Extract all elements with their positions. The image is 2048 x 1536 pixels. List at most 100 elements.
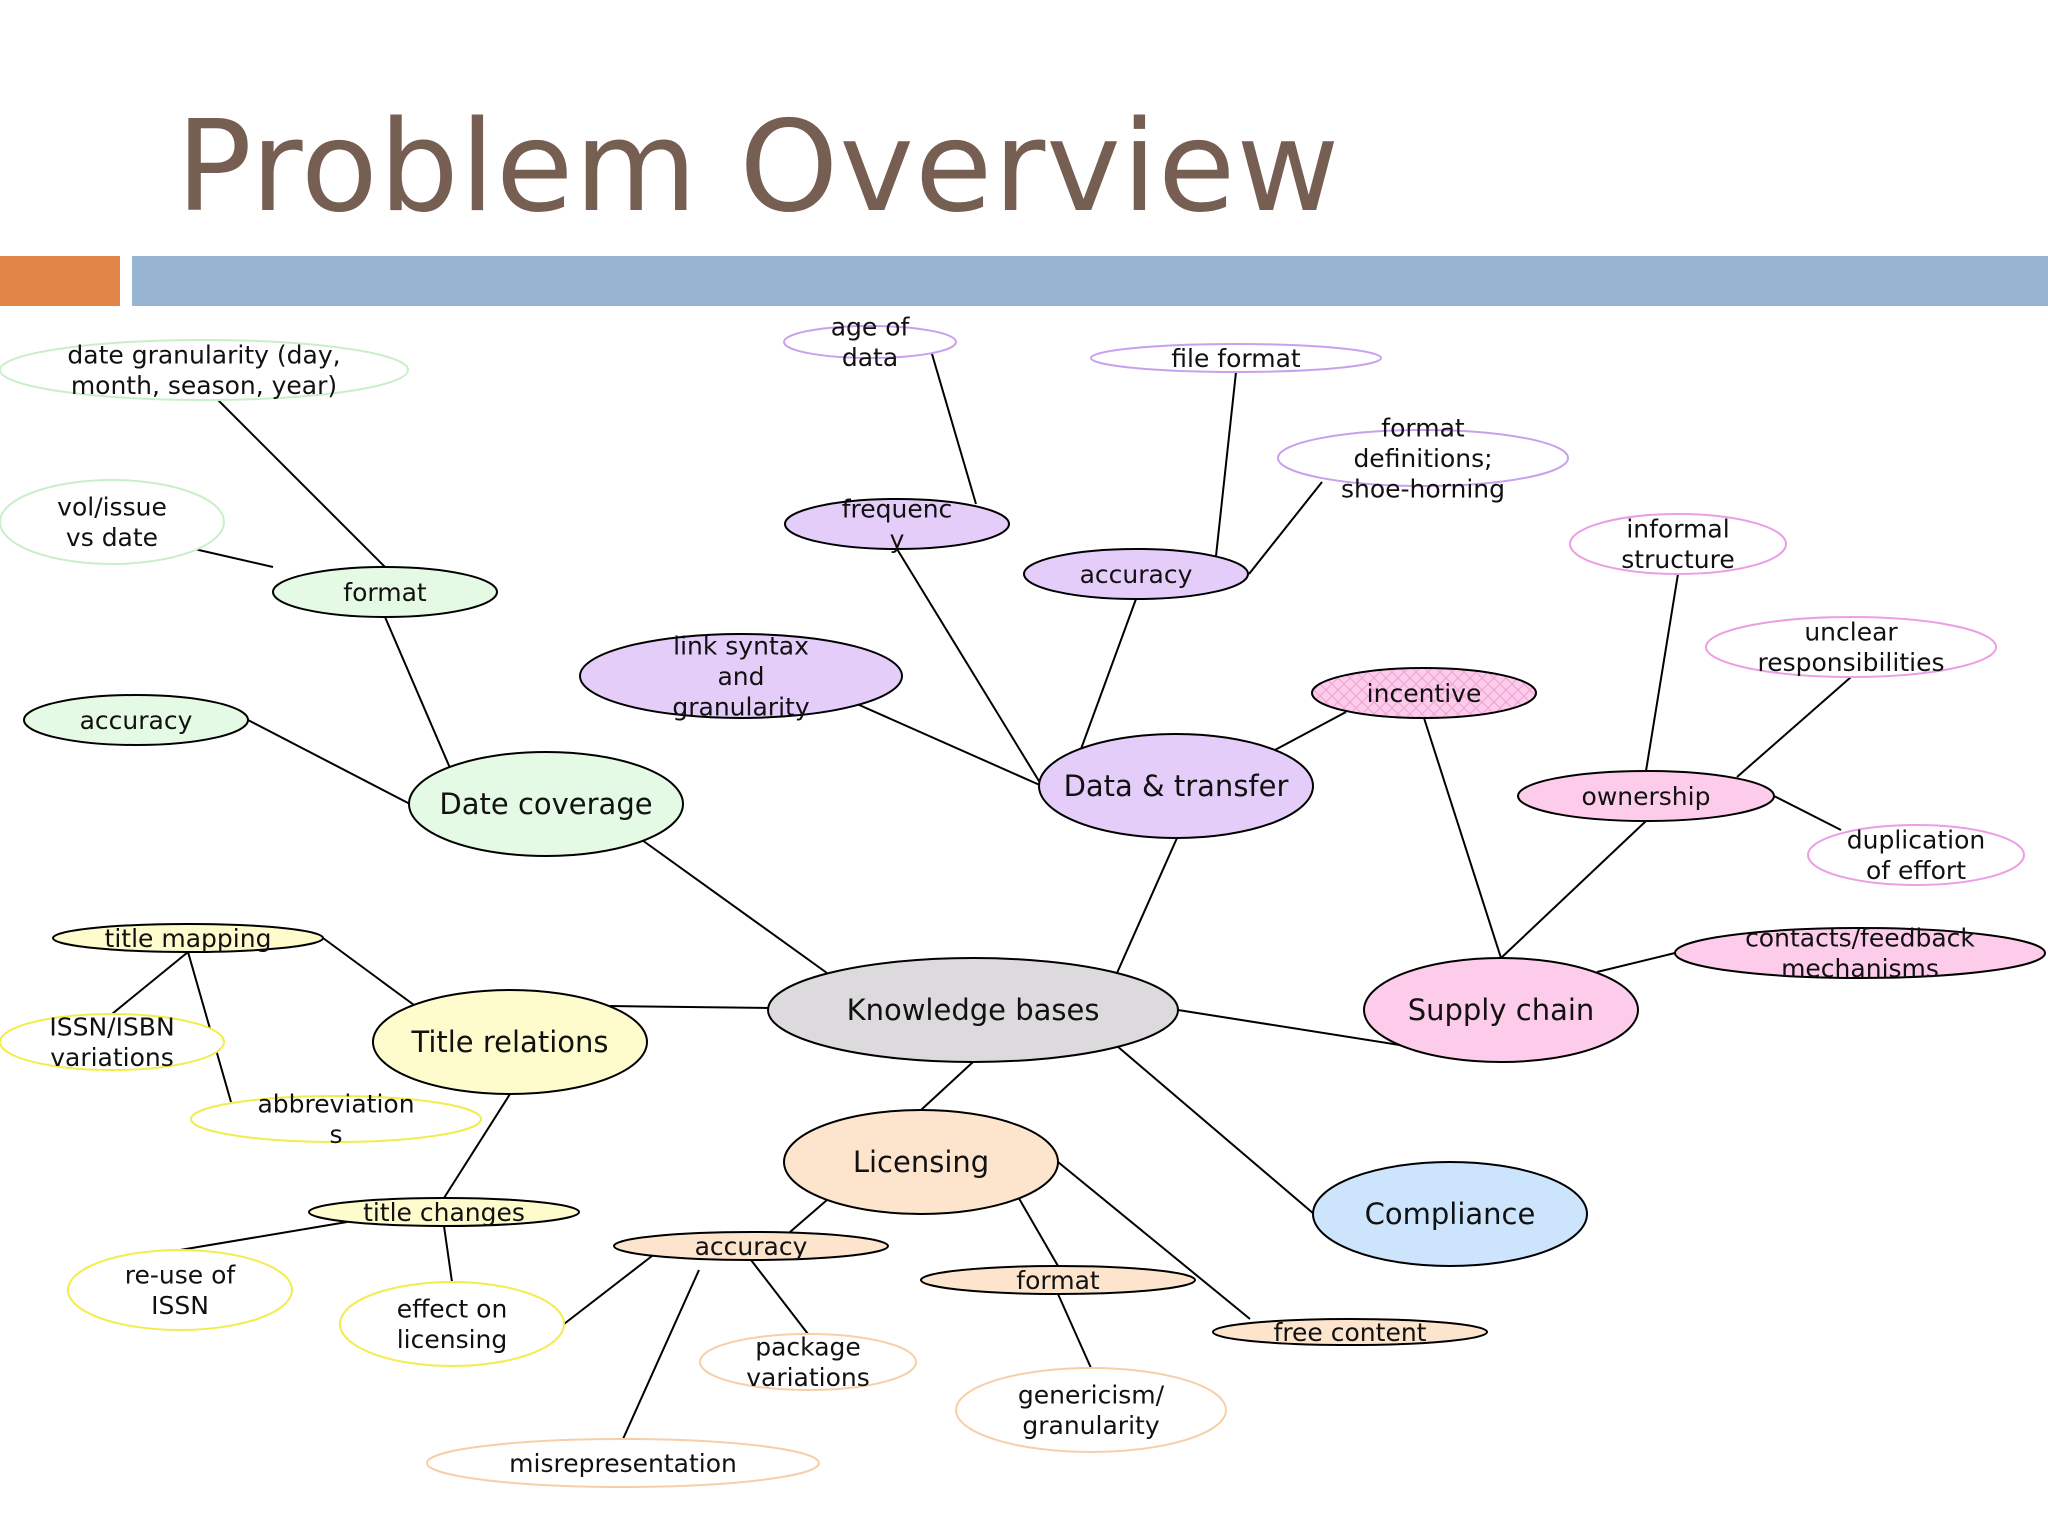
node-label-date-format: format: [343, 578, 427, 607]
node-title-mapping: title mapping: [52, 923, 324, 953]
node-label-compliance: Compliance: [1365, 1197, 1536, 1231]
node-label-contacts: contacts/feedback: [1745, 924, 1975, 953]
node-shape-date-format: [272, 566, 498, 618]
node-shape-effect-lic: [339, 1281, 565, 1367]
node-label-issn-var: ISSN/ISBN: [49, 1013, 174, 1042]
node-label-data: Data & transfer: [1064, 769, 1289, 803]
node-misrep: misrepresentation: [426, 1438, 820, 1488]
node-label-frequency: frequenc: [842, 495, 953, 524]
date-gran-edge: [203, 385, 386, 568]
node-label-frequency: y: [890, 525, 905, 554]
center-supply-edge: [1177, 1009, 1407, 1047]
node-shape-duplication: [1807, 824, 2025, 886]
node-label-title: Title relations: [411, 1025, 609, 1059]
node-label-lic-acc: accuracy: [695, 1232, 808, 1261]
node-title: Title relations: [372, 989, 648, 1095]
node-label-abbrev: abbreviation: [257, 1090, 414, 1119]
node-shape-kb: [767, 957, 1179, 1063]
node-label-abbrev: s: [329, 1120, 342, 1149]
node-licensing: Licensing: [783, 1109, 1059, 1215]
node-label-package: variations: [746, 1363, 870, 1392]
title-mapping-edge: [322, 937, 415, 1006]
node-label-free-content: free content: [1274, 1318, 1427, 1347]
duplication-edge: [1773, 795, 1842, 831]
node-shape-date: [408, 751, 684, 857]
node-shape-data-acc: [1023, 548, 1249, 600]
node-shape-vol-issue: [0, 479, 225, 565]
node-label-genericism: granularity: [1022, 1411, 1159, 1440]
node-label-reuse-issn: re-use of: [125, 1261, 237, 1290]
node-date-acc: accuracy: [23, 694, 249, 746]
node-shape-incentive: [1311, 667, 1537, 719]
node-shape-age: [783, 325, 957, 359]
node-label-package: package: [755, 1333, 861, 1362]
issn-edge: [111, 951, 189, 1015]
accent-bar-orange: [0, 256, 120, 306]
node-label-age: age of: [831, 313, 911, 342]
center-licensing-edge: [920, 1061, 974, 1111]
node-shape-package: [699, 1333, 917, 1391]
node-label-date-gran: month, season, year): [71, 371, 337, 400]
node-label-licensing: Licensing: [853, 1145, 989, 1179]
node-label-format-defs: format: [1381, 413, 1465, 442]
data-age-edge: [931, 353, 977, 505]
node-shape-title: [372, 989, 648, 1095]
node-label-duplication: duplication: [1847, 826, 1985, 855]
data-incentive-edge: [1272, 711, 1347, 752]
node-file-format: file format: [1090, 343, 1382, 373]
node-data-acc: accuracy: [1023, 548, 1249, 600]
node-label-format-defs: shoe-horning: [1341, 474, 1505, 503]
node-label-link-syntax: and: [717, 662, 764, 691]
node-shape-supply: [1363, 957, 1639, 1063]
node-shape-licensing: [783, 1109, 1059, 1215]
node-shape-title-changes: [308, 1197, 580, 1227]
center-compliance-edge: [1116, 1045, 1315, 1215]
node-label-title-changes: title changes: [363, 1198, 525, 1227]
node-free-content: free content: [1212, 1318, 1488, 1347]
node-data: Data & transfer: [1038, 733, 1314, 839]
node-label-title-mapping: title mapping: [105, 924, 272, 953]
node-lic-format: format: [920, 1265, 1196, 1295]
node-shape-genericism: [955, 1367, 1227, 1453]
effect-acc-edge: [563, 1255, 653, 1325]
node-shape-informal: [1569, 513, 1787, 575]
data-acc-edge: [1080, 598, 1137, 750]
package-edge: [750, 1259, 809, 1335]
node-label-effect-lic: licensing: [397, 1325, 508, 1354]
node-label-informal: structure: [1621, 545, 1734, 574]
node-date-format: format: [272, 566, 498, 618]
node-shape-issn-var: [0, 1013, 225, 1071]
node-shape-abbrev: [190, 1095, 482, 1143]
node-shape-contacts: [1674, 927, 2046, 979]
center-data-edge: [1116, 837, 1178, 974]
lic-acc-edge: [789, 1199, 828, 1233]
node-shape-link-syntax: [579, 633, 903, 719]
vol-issue-edge: [189, 547, 274, 568]
node-shape-reuse-issn: [67, 1249, 293, 1331]
node-label-date-gran: date granularity (day,: [67, 341, 340, 370]
node-label-contacts: mechanisms: [1781, 954, 1939, 983]
node-date: Date coverage: [408, 751, 684, 857]
abbrev-edge: [187, 951, 232, 1103]
node-label-reuse-issn: ISSN: [151, 1291, 209, 1320]
misrep-edge: [622, 1269, 700, 1440]
node-label-date-acc: accuracy: [80, 706, 193, 735]
node-ownership: ownership: [1517, 770, 1775, 822]
data-fileformat-edge: [1215, 371, 1237, 557]
center-title-edge: [609, 1005, 769, 1009]
node-shape-format-defs: [1277, 429, 1569, 487]
date-format-edge: [384, 616, 451, 769]
date-acc-edge: [247, 719, 411, 805]
effect-edge: [443, 1225, 453, 1283]
node-label-effect-lic: effect on: [397, 1295, 508, 1324]
node-label-duplication: of effort: [1866, 856, 1966, 885]
accent-bar-blue: [132, 256, 2048, 306]
node-shape-lic-acc: [613, 1231, 889, 1261]
node-label-age: data: [842, 343, 898, 372]
node-title-changes: title changes: [308, 1197, 580, 1227]
